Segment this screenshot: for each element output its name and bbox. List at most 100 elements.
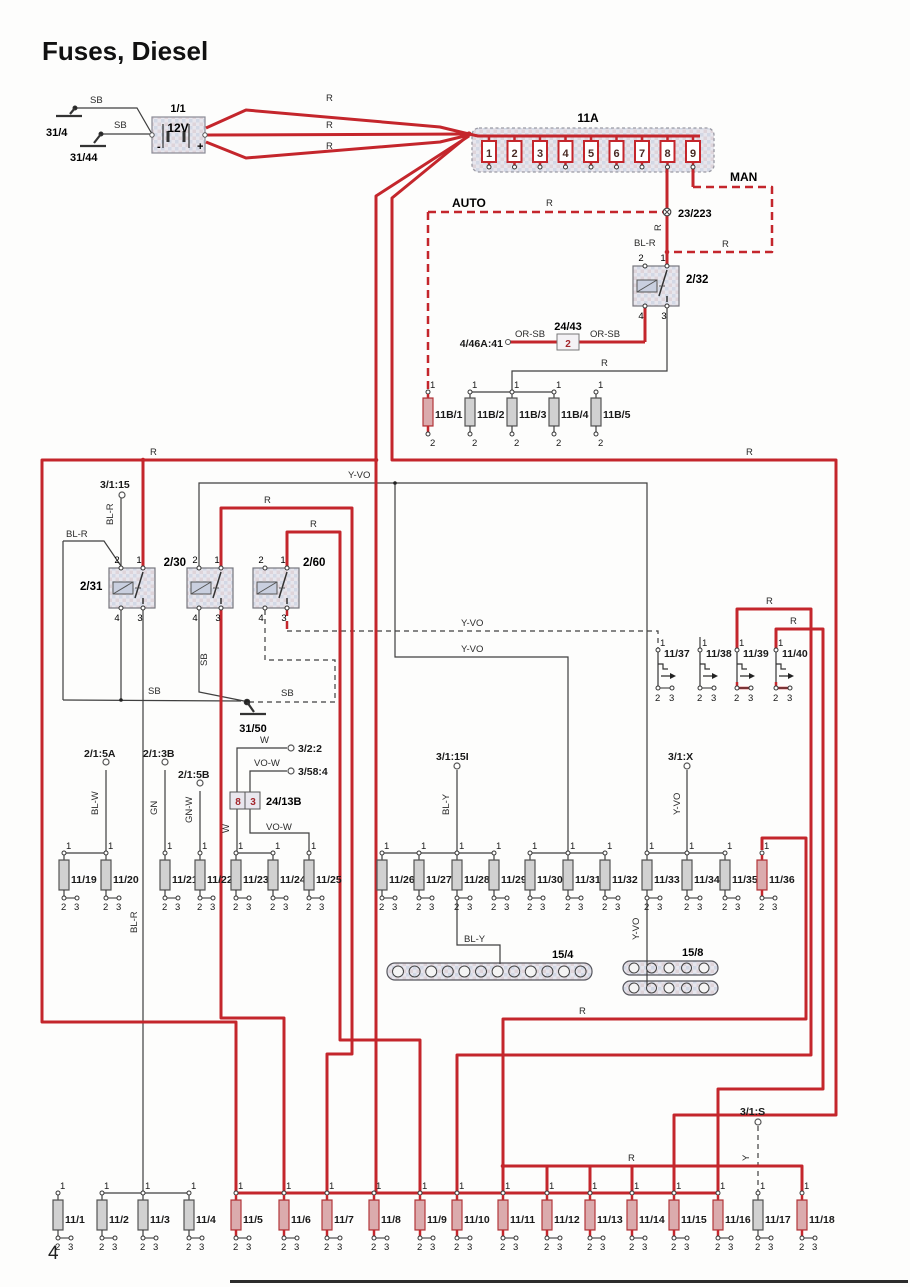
connector-name: 11/23 (243, 874, 269, 886)
wire-yvo-right-drops (646, 770, 688, 986)
fuse-terminal (486, 164, 492, 170)
body (183, 1199, 195, 1231)
fuse-9-body (685, 140, 701, 163)
mode-auto-label: AUTO (452, 196, 486, 210)
pin2-label: 2 (799, 1242, 804, 1253)
connector-11-4 (183, 1190, 205, 1241)
pin3-label: 3 (787, 693, 792, 704)
connector-11-12 (541, 1190, 563, 1241)
pin2-label: 2 (472, 438, 477, 449)
connector-11-25 (303, 850, 325, 901)
wire-feed-left-border (40, 458, 376, 1193)
body (641, 859, 653, 891)
pin3 (283, 895, 289, 901)
body (422, 397, 434, 427)
pin3 (615, 895, 621, 901)
pin2-label: 2 (598, 438, 603, 449)
pin1-label: 1 (238, 841, 243, 852)
connector-name: 11/4 (196, 1214, 216, 1226)
body (376, 859, 388, 891)
relay-2-32-pin4: 4 (638, 311, 643, 322)
pin3-label: 3 (337, 1242, 342, 1253)
pin1-label: 1 (430, 380, 435, 391)
wire-man-dashed (667, 185, 774, 254)
body (368, 1199, 380, 1231)
wire-batt-b (205, 132, 470, 137)
pin2-label: 2 (734, 693, 739, 704)
body (719, 859, 731, 891)
body (548, 397, 560, 427)
connector-11-15 (668, 1190, 690, 1241)
wire-bottom-right-branch (503, 1164, 804, 1193)
fuse-4-body (557, 140, 574, 163)
body (278, 1199, 290, 1231)
connector-name: 11/21 (172, 874, 198, 886)
pin2-label: 2 (61, 902, 66, 913)
pin2 (281, 1235, 287, 1241)
wiring-gray (62, 107, 725, 1194)
pin3-label: 3 (684, 1242, 689, 1253)
pin2-label: 2 (324, 1242, 329, 1253)
pin1-label: 1 (60, 1181, 65, 1192)
strip-15-4-terminal (408, 965, 421, 978)
pin3-label: 3 (199, 1242, 204, 1253)
pin2 (697, 685, 703, 691)
pin3 (669, 685, 675, 691)
pin1-label: 1 (421, 841, 426, 852)
body (541, 1199, 553, 1231)
pin1-label: 1 (311, 841, 316, 852)
pin1-label: 1 (532, 841, 537, 852)
pin3 (711, 685, 717, 691)
gray-junction-dots (119, 481, 397, 702)
component-24-13b-pin8: 8 (235, 797, 241, 808)
pin1-label: 1 (804, 1181, 809, 1192)
connector-11-11 (497, 1190, 519, 1241)
body (497, 1199, 509, 1231)
connector-11b-3 (506, 389, 518, 437)
pin3-label: 3 (153, 1242, 158, 1253)
wire-label-r: R (790, 616, 797, 627)
pin2 (379, 895, 385, 901)
strip-15-4-terminal (491, 965, 504, 978)
fuse-8-label: 8 (664, 148, 670, 160)
pin3 (748, 685, 754, 691)
pin3 (68, 1235, 74, 1241)
pin3 (199, 1235, 205, 1241)
pin3-label: 3 (812, 1242, 817, 1253)
body (488, 859, 500, 891)
wire-label-r: R (653, 224, 664, 231)
connector-11-23 (230, 850, 252, 901)
connector-name: 11/37 (664, 648, 690, 660)
wire-batt-a (205, 108, 470, 136)
pin3-label: 3 (540, 902, 545, 913)
fuse-6-label: 6 (613, 148, 619, 160)
pin2 (527, 895, 533, 901)
component-24-13b-label: 24/13B (266, 796, 302, 808)
strip-15-4-label: 15/4 (552, 949, 574, 961)
pin2-label: 2 (306, 902, 311, 913)
fuse-2-label: 2 (511, 148, 517, 160)
pin2-label: 2 (500, 1242, 505, 1253)
battery-voltage: 12V (167, 121, 188, 135)
pin3 (467, 1235, 473, 1241)
component-24-13b-pin3: 3 (250, 797, 256, 808)
switch-arrow-head (788, 673, 794, 679)
pin2-label: 2 (602, 902, 607, 913)
connector-11-39 (734, 647, 755, 691)
pin2 (417, 1235, 423, 1241)
relay-2-32-pin1: 1 (660, 253, 665, 264)
wire-fusebox-bus (468, 132, 700, 138)
relay-2-60-label: 2/60 (303, 557, 325, 569)
relay-2-30-pin2: 2 (192, 555, 197, 566)
pin2-label: 2 (417, 1242, 422, 1253)
wire-label-vo_w: VO-W (254, 758, 280, 769)
wire-label-bl_r: BL-R (634, 238, 656, 249)
pin3-label: 3 (116, 902, 121, 913)
body (590, 397, 602, 427)
connector-name: 11/27 (426, 874, 452, 886)
wire-branch-drops (545, 1166, 634, 1193)
connector-name: 11/1 (65, 1214, 85, 1226)
pin3 (467, 895, 473, 901)
wire-label-bl_r: BL-R (129, 911, 140, 933)
pin2-label: 2 (371, 1242, 376, 1253)
